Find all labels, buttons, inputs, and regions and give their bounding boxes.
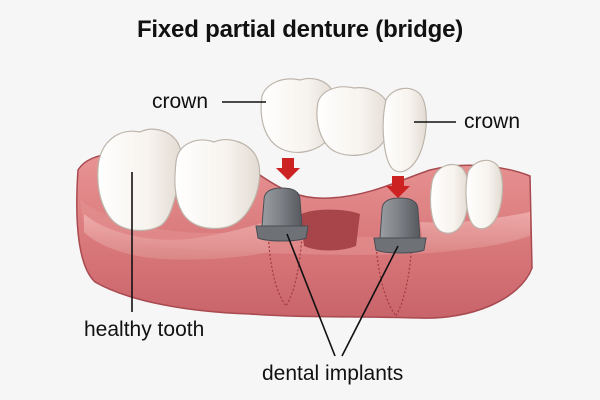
implant-left: [255, 187, 309, 242]
label-crown-right: crown: [464, 110, 521, 133]
diagram-title: Fixed partial denture (bridge): [136, 16, 464, 43]
leader-implant-left: [286, 233, 336, 357]
bridge-crown-3: [382, 87, 427, 173]
down-arrow-icon: [386, 176, 410, 198]
healthy-tooth-2: [174, 139, 261, 230]
gum-cavity: [300, 209, 360, 251]
leader-implant-right: [341, 245, 399, 357]
implant-right: [373, 197, 427, 254]
healthy-tooth-1: [97, 128, 183, 232]
implant-root-right: [375, 243, 413, 318]
label-healthy-tooth: healthy tooth: [84, 318, 205, 341]
front-tooth-1: [429, 163, 470, 234]
front-tooth-2: [465, 159, 504, 230]
bridge-crown-2: [316, 86, 392, 156]
label-dental-implants: dental implants: [262, 362, 404, 385]
implant-root-left: [267, 233, 303, 308]
down-arrow-icon: [276, 158, 300, 180]
label-crown-left: crown: [152, 90, 209, 113]
bridge: [260, 77, 427, 173]
